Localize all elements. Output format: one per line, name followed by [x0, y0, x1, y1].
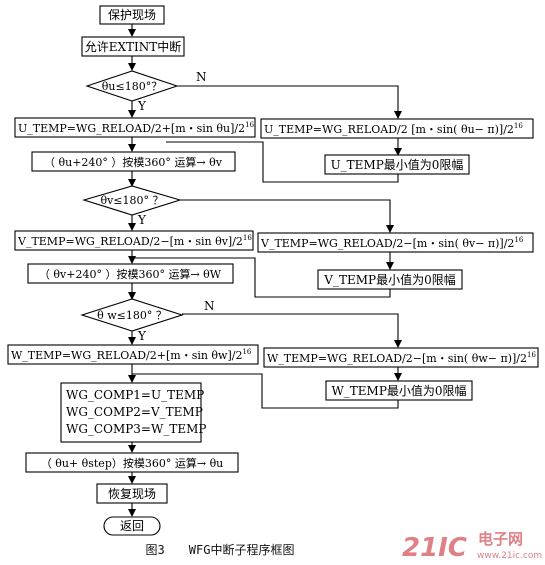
node-v-pos-label: V_TEMP=WG_RELOAD/2−[m・sin θv]/216 [17, 234, 252, 248]
decision-theta-v: θv≤180° ？ [82, 185, 182, 216]
node-v-limit: V_TEMP最小值为0限幅 [317, 269, 463, 290]
node-enable-extint: 允许EXTINT中断 [81, 36, 185, 57]
node-u-limit-label: U_TEMP最小值为0限幅 [331, 157, 464, 172]
node-save-label: 保护现场 [108, 8, 156, 22]
watermark-logo-text: 21IC [402, 533, 467, 563]
node-calc-w-label: （ θv+240° ）按模360° 运算→ θW [39, 267, 222, 281]
node-u-limit: U_TEMP最小值为0限幅 [324, 154, 470, 175]
node-comp3-label: WG_COMP3=W_TEMP [66, 422, 206, 436]
node-save-context: 保护现场 [99, 5, 165, 25]
node-calc-theta-v: （ θu+240° ）按模360° 运算→ θv [31, 151, 236, 172]
watermark-logo: 21IC 电子网 www.21ic.com [402, 530, 542, 563]
label-no-u: N [196, 70, 207, 84]
node-u-neg-label: U_TEMP=WG_RELOAD/2 [m・sin( θu− π)]/216 [264, 122, 523, 136]
decision-theta-w: θ w≤180° ？ [80, 298, 184, 332]
node-enable-label: 允许EXTINT中断 [85, 39, 182, 54]
node-wg-comp-assign: WG_COMP1=U_TEMP WG_COMP2=V_TEMP WG_COMP3… [60, 382, 206, 443]
decision-theta-w-label: θ w≤180° ？ [97, 309, 167, 322]
node-v-neg-label: V_TEMP=WG_RELOAD/2−[m・sin( θv− π)]/216 [260, 236, 524, 250]
node-calc-theta-w: （ θv+240° ）按模360° 运算→ θW [27, 263, 234, 284]
node-w-limit: W_TEMP最小值为0限幅 [325, 380, 473, 401]
node-w-neg-label: W_TEMP=WG_RELOAD/2−[m・sin( θw− π)]/216 [267, 351, 536, 365]
node-u-temp-positive: U_TEMP=WG_RELOAD/2+[m・sin θu]/216 [14, 117, 256, 138]
node-u-temp-negative: U_TEMP=WG_RELOAD/2 [m・sin( θu− π)]/216 [260, 118, 534, 139]
label-no-w: N [204, 299, 215, 313]
node-w-temp-negative: W_TEMP=WG_RELOAD/2−[m・sin( θw− π)]/216 [263, 347, 539, 368]
node-u-pos-label: U_TEMP=WG_RELOAD/2+[m・sin θu]/216 [18, 121, 255, 135]
node-calc-v-label: （ θu+240° ）按模360° 运算→ θv [44, 155, 223, 169]
node-return: 返回 [103, 516, 161, 536]
node-v-temp-negative: V_TEMP=WG_RELOAD/2−[m・sin( θv− π)]/216 [257, 232, 534, 253]
watermark-site-text: 电子网 [478, 530, 523, 548]
node-comp1-label: WG_COMP1=U_TEMP [66, 388, 204, 402]
watermark-url-text: www.21ic.com [477, 551, 542, 561]
label-yes-v: Y [137, 213, 147, 227]
label-yes-u: Y [137, 99, 147, 113]
connectors [128, 24, 402, 517]
node-w-pos-label: W_TEMP=WG_RELOAD/2+[m・sin θw]/216 [11, 348, 252, 362]
decision-theta-u: θu≤180°？ [85, 70, 179, 102]
node-calc-u-label: （ θu+ θstep）按模360° 运算→ θu [41, 456, 224, 470]
figure-caption: 图3 WFG中断子程序框图 [146, 542, 295, 557]
node-return-label: 返回 [120, 519, 144, 533]
node-comp2-label: WG_COMP2=V_TEMP [66, 405, 203, 419]
node-v-limit-label: V_TEMP最小值为0限幅 [323, 272, 455, 287]
node-restore-context: 恢复现场 [96, 483, 168, 504]
node-restore-label: 恢复现场 [108, 487, 156, 501]
node-v-temp-positive: V_TEMP=WG_RELOAD/2−[m・sin θv]/216 [14, 230, 254, 251]
node-w-limit-label: W_TEMP最小值为0限幅 [331, 383, 466, 398]
label-yes-w: Y [137, 329, 147, 343]
node-w-temp-positive: W_TEMP=WG_RELOAD/2+[m・sin θw]/216 [7, 344, 259, 365]
decision-theta-u-label: θu≤180°？ [102, 80, 162, 93]
decision-theta-v-label: θv≤180° ？ [100, 194, 163, 207]
node-calc-theta-u: （ θu+ θstep）按模360° 运算→ θu [25, 452, 239, 473]
